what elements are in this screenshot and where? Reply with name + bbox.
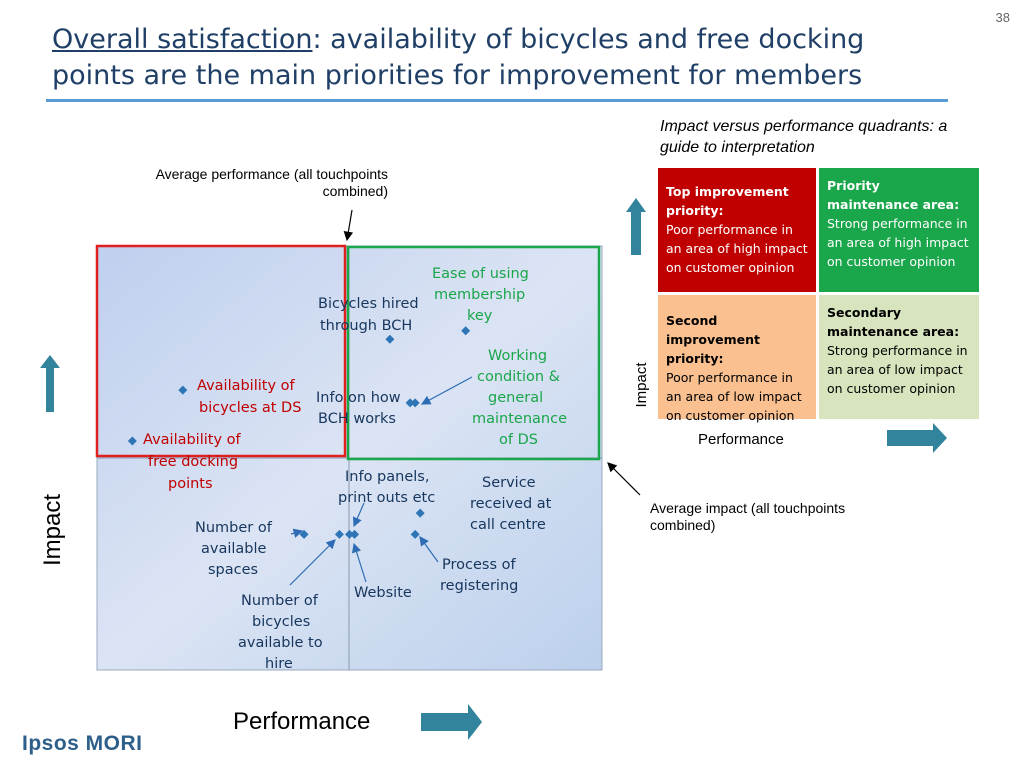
scatter-point-6 [299,529,309,539]
scatter-point-2 [385,334,395,344]
legend-performance-right-arrow-icon [887,423,947,453]
scatter-point-7 [334,529,344,539]
legend-x-label: Performance [698,431,784,448]
arrow-available-spaces [290,528,304,538]
legend-impact-up-arrow-icon [626,198,646,255]
quadrant-title: Secondary maintenance area: [827,305,960,339]
quadrant-text: Strong performance in an area of low imp… [827,343,968,396]
avg-impact-arrow [607,462,641,496]
impact-up-arrow-icon [40,355,60,412]
avg-performance-label: Average performance (all touchpoints com… [155,166,388,199]
scatter-point-9 [345,529,354,539]
scatter-point-0 [127,436,137,446]
legend-y-label: Impact [633,362,650,408]
scatter-point-5 [410,398,420,408]
arrow-registering [419,536,439,563]
scatter-point-1 [178,385,188,395]
quadrant-second-improvement: Second improvement priority: Poor perfor… [657,294,817,423]
slide-title: Overall satisfaction: availability of bi… [52,22,952,94]
ipsos-mori-logo: Ipsos MORI [22,732,143,755]
improvement-priority-box [95,244,347,458]
arrow-working-condition [420,376,473,405]
y-axis-label: Impact [39,494,66,566]
scatter-point-4 [405,398,415,408]
title-underlined: Overall satisfaction [52,24,313,55]
scatter-point-10 [415,508,425,518]
quadrant-top-improvement: Top improvement priority: Poor performan… [657,167,817,293]
scatter-point-11 [410,529,420,539]
title-rule [46,99,948,102]
label-info-panels: Info panels,print outs etc [338,469,435,506]
quadrant-text: Poor performance in an area of high impa… [666,222,808,275]
label-website: Website [354,585,412,601]
legend-heading: Impact versus performance quadrants: a g… [660,118,948,156]
quadrant-text: Strong performance in an area of high im… [827,216,969,269]
scatter-point-8 [350,529,360,539]
arrow-bicycles-available [289,539,336,586]
quadrant-secondary-maintenance: Secondary maintenance area: Strong perfo… [818,294,980,420]
arrow-info-panels [352,502,365,528]
quadrant-title: Priority maintenance area: [827,178,960,212]
scatter-point-3 [461,326,471,336]
avg-performance-arrow [343,209,354,242]
quadrant-title: Top improvement priority: [666,184,789,218]
slide-number: 38 [995,10,1010,25]
quadrant-text: Poor performance in an area of low impac… [666,370,802,423]
arrow-website [351,542,367,583]
quadrant-priority-maintenance: Priority maintenance area: Strong perfor… [818,167,980,293]
x-axis-label: Performance [233,708,371,735]
quadrant-title: Second improvement priority: [666,313,761,366]
data-points [127,326,471,539]
performance-right-arrow-icon [421,704,482,740]
title-rest: : availability of bicycles and free dock… [52,24,865,91]
maintenance-priority-box [346,245,601,461]
avg-impact-label: Average impact (all touchpoints combined… [650,500,846,533]
